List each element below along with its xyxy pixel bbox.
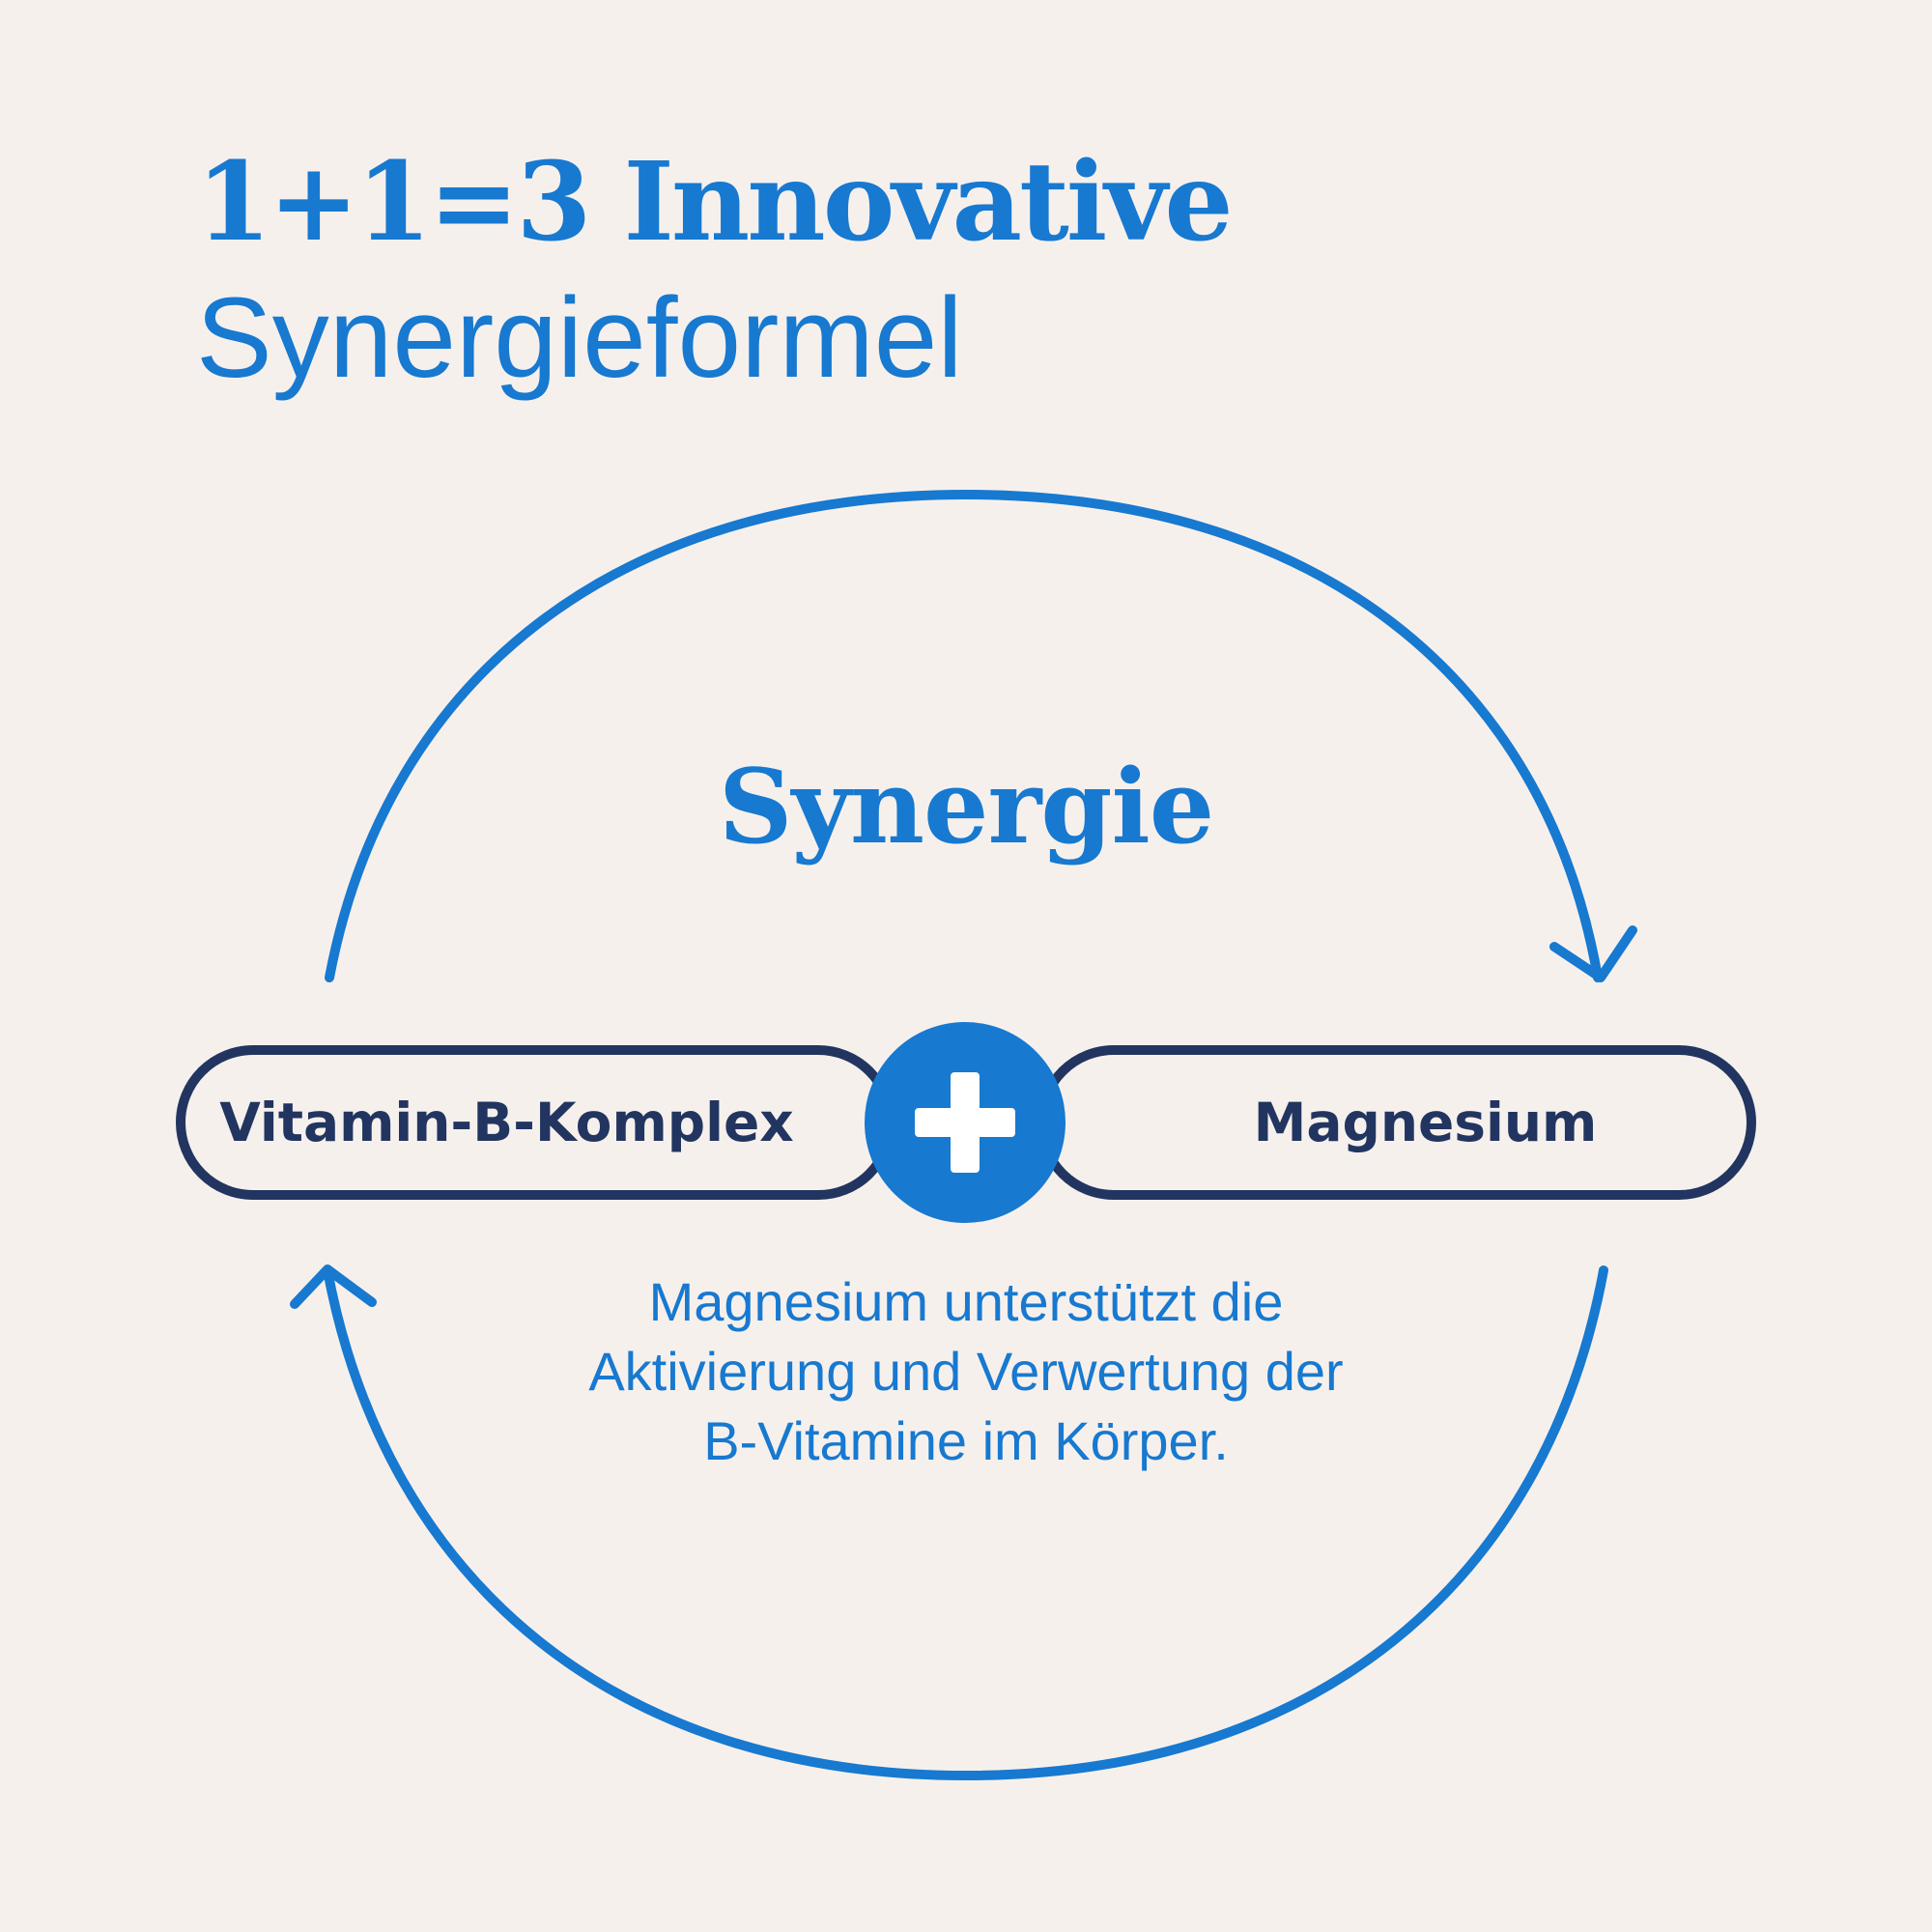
description-line: Aktivierung und Verwertung der: [588, 1341, 1344, 1402]
description-line: B-Vitamine im Körper.: [703, 1410, 1229, 1471]
plus-icon: [865, 1022, 1065, 1223]
top-arc-arrow: [325, 489, 1603, 982]
synergy-description: Magnesium unterstützt die Aktivierung un…: [435, 1267, 1497, 1476]
page-subtitle: Synergieformel: [196, 274, 963, 402]
synergy-label: Synergie: [718, 746, 1214, 867]
bottom-arrowhead-icon: [290, 1264, 377, 1309]
top-arrowhead-icon: [1549, 925, 1637, 982]
vitamin-b-complex-pill: Vitamin-B-Komplex: [176, 1045, 895, 1200]
plus-vertical-bar: [951, 1072, 980, 1173]
description-line: Magnesium unterstützt die: [648, 1271, 1284, 1332]
magnesium-label: Magnesium: [1253, 1092, 1598, 1153]
vitamin-b-complex-label: Vitamin-B-Komplex: [219, 1092, 794, 1153]
magnesium-pill: Magnesium: [1037, 1045, 1756, 1200]
bottom-arc-arrow: [323, 1265, 1608, 1781]
page-title: 1+1=3 Innovative: [196, 139, 1234, 266]
title-block: 1+1=3 Innovative Synergieformel: [196, 135, 1234, 406]
